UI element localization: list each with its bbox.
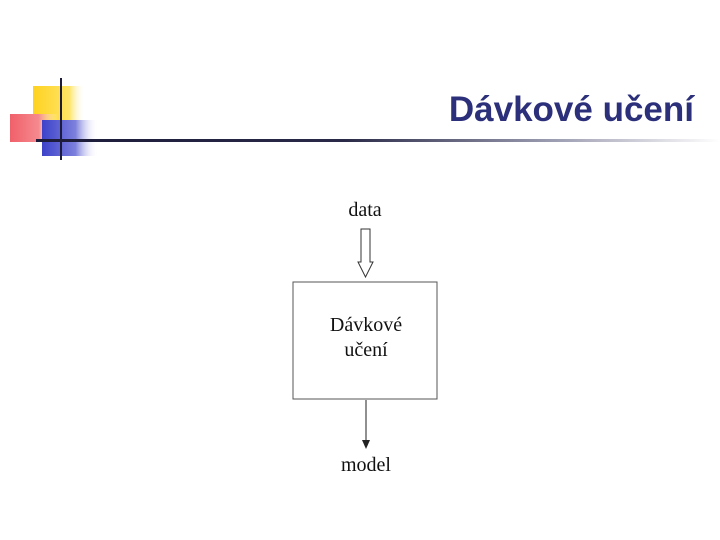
output-label: model	[341, 454, 391, 476]
process-label-line1: Dávkové	[330, 314, 402, 336]
input-label: data	[348, 199, 381, 221]
output-arrowhead	[362, 440, 370, 449]
process-label-line2: učení	[344, 339, 388, 361]
input-arrow	[358, 229, 373, 277]
